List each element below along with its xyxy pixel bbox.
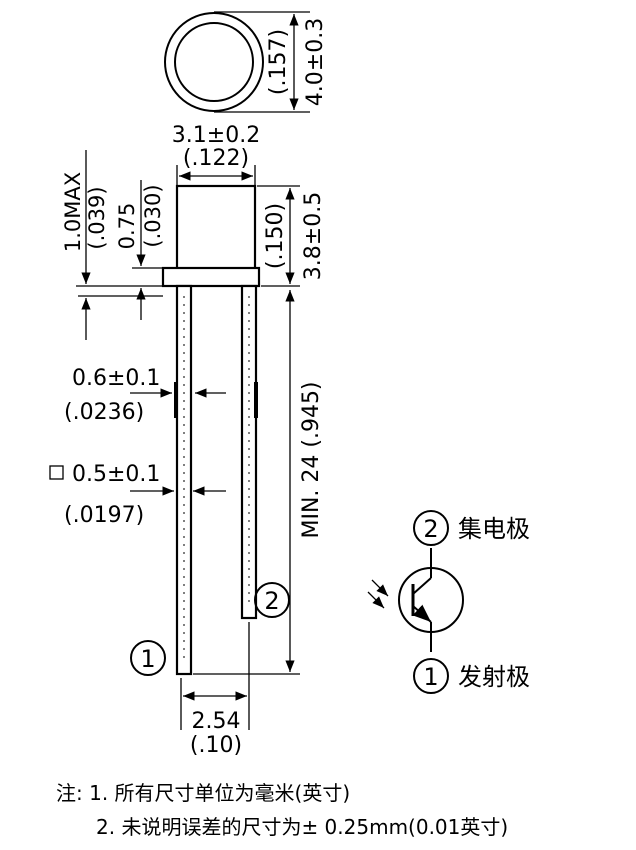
body-width-mm-label: 3.1±0.2 (172, 123, 260, 148)
notes: 注: 1. 所有尺寸单位为毫米(英寸) 2. 未说明误差的尺寸为± 0.25mm… (56, 776, 508, 844)
body-height-dimension: (.150) 3.8±0.5 (257, 185, 326, 287)
phototransistor-symbol (367, 548, 464, 652)
lead-2 (240, 284, 258, 620)
collector-label: 2 集电极 (413, 510, 530, 546)
body-width-in-label: (.122) (183, 146, 249, 171)
collector-pin-number: 2 (423, 515, 438, 543)
lead-length-label: MIN. 24 (.945) (299, 381, 324, 538)
body-width-dimension: 3.1±0.2 (.122) (172, 123, 260, 190)
pitch-in-label: (.10) (190, 733, 242, 758)
flange-max-in-label: (.039) (85, 186, 109, 249)
top-diameter-mm-label: 4.0±0.3 (303, 18, 328, 106)
pin1-marker: 1 (130, 640, 166, 676)
component-body (161, 184, 261, 288)
emitter-name: 发射极 (458, 663, 530, 691)
lead-width-mm-label: 0.6±0.1 (72, 366, 160, 391)
lead-length-dimension: MIN. 24 (.945) (193, 290, 324, 675)
note-1-text: 1. 所有尺寸单位为毫米(英寸) (89, 781, 351, 805)
flange-in-label: (.030) (141, 184, 165, 247)
top-view-ring (164, 12, 264, 112)
lead-square-in-label: (.0197) (64, 503, 144, 528)
note-1: 注: 1. 所有尺寸单位为毫米(英寸) (56, 776, 508, 810)
flange-dimension: 1.0MAX (.039) 0.75 (.030) (61, 150, 165, 340)
lead-square-dimension: 0.5±0.1 (.0197) (49, 462, 226, 528)
body-height-mm-label: 3.8±0.5 (301, 192, 326, 280)
top-diameter-in-label: (.157) (266, 29, 291, 95)
pitch-mm-label: 2.54 (192, 709, 241, 734)
pitch-dimension: 2.54 (.10) (180, 622, 250, 758)
lead-1 (174, 284, 193, 676)
note-2: 2. 未说明误差的尺寸为± 0.25mm(0.01英寸) (56, 810, 508, 844)
flange-max-mm-label: 1.0MAX (61, 172, 85, 252)
flange-mm-label: 0.75 (115, 203, 139, 250)
note-prefix: 注: (56, 781, 83, 805)
pin2-marker: 2 (254, 582, 290, 618)
pin2-number: 2 (264, 587, 279, 615)
lead-width-dimension: 0.6±0.1 (.0236) (64, 366, 226, 425)
lead-width-in-label: (.0236) (64, 400, 144, 425)
lead-square-mm-label: 0.5±0.1 (72, 462, 160, 487)
note-2-text: 2. 未说明误差的尺寸为± 0.25mm(0.01英寸) (96, 815, 509, 839)
emitter-label: 1 发射极 (413, 658, 530, 694)
pin1-number: 1 (140, 645, 155, 673)
collector-name: 集电极 (458, 515, 530, 543)
top-diameter-dimension: (.157) 4.0±0.3 (214, 11, 328, 113)
body-height-in-label: (.150) (263, 203, 288, 269)
emitter-pin-number: 1 (423, 663, 438, 691)
